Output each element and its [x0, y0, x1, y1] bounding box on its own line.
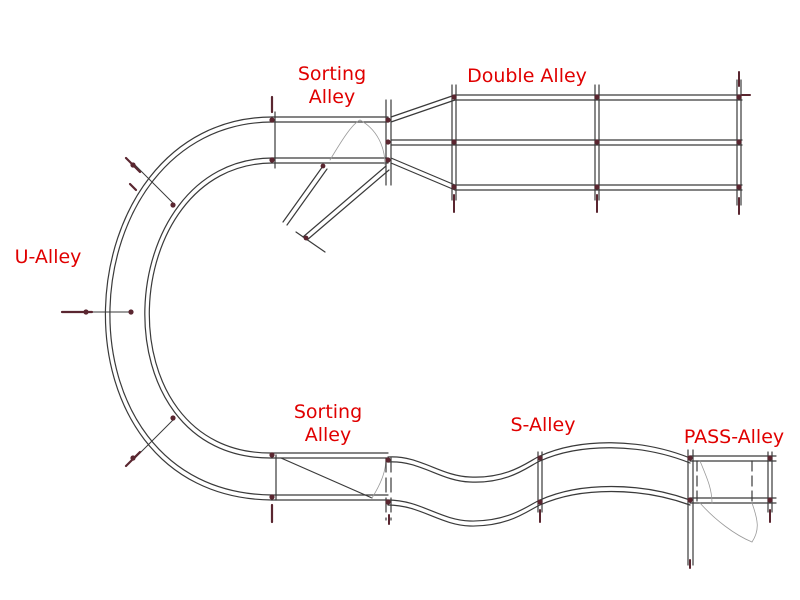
label-s-alley: S-Alley — [502, 414, 584, 437]
sorting-alley-top-box — [271, 99, 392, 186]
label-double-alley: Double Alley — [452, 65, 602, 88]
funnel-to-double-alley — [390, 94, 456, 191]
double-alley-rails — [390, 94, 743, 191]
s-alley-rails — [387, 442, 691, 527]
label-sorting-alley-top-line2: Alley — [308, 86, 356, 108]
sorting-alley-bottom-dashed — [385, 457, 392, 521]
label-s-alley-text: S-Alley — [510, 414, 576, 436]
label-sorting-alley-bottom-line2: Alley — [304, 424, 352, 446]
label-sorting-alley-top: Sorting Alley — [282, 63, 382, 109]
u-alley-posts — [60, 95, 274, 524]
u-alley-inner-wall — [144, 157, 273, 459]
double-alley-posts — [453, 71, 751, 215]
pass-alley-posts — [689, 509, 771, 569]
label-pass-alley-text: PASS-Alley — [683, 426, 785, 448]
label-sorting-alley-bottom: Sorting Alley — [278, 401, 378, 447]
label-sorting-alley-top-line1: Sorting — [297, 63, 367, 85]
label-double-alley-text: Double Alley — [467, 65, 587, 87]
sorting-gate-top-swing — [329, 119, 386, 166]
label-sorting-alley-bottom-line1: Sorting — [293, 401, 363, 423]
rail-joints — [83, 94, 773, 505]
label-pass-alley: PASS-Alley — [672, 426, 796, 449]
pass-alley-box — [687, 449, 777, 566]
sorting-gate-top — [282, 165, 390, 253]
label-u-alley-text: U-Alley — [14, 246, 82, 268]
sorting-alley-bottom-box — [271, 452, 389, 501]
u-alley-outer-wall — [104, 116, 273, 501]
sorting-gate-bottom-swing — [371, 457, 387, 499]
pass-alley-dashed — [696, 460, 753, 504]
pass-alley-gate-swing — [699, 460, 758, 543]
label-u-alley: U-Alley — [6, 246, 90, 269]
s-alley-posts — [388, 509, 541, 525]
